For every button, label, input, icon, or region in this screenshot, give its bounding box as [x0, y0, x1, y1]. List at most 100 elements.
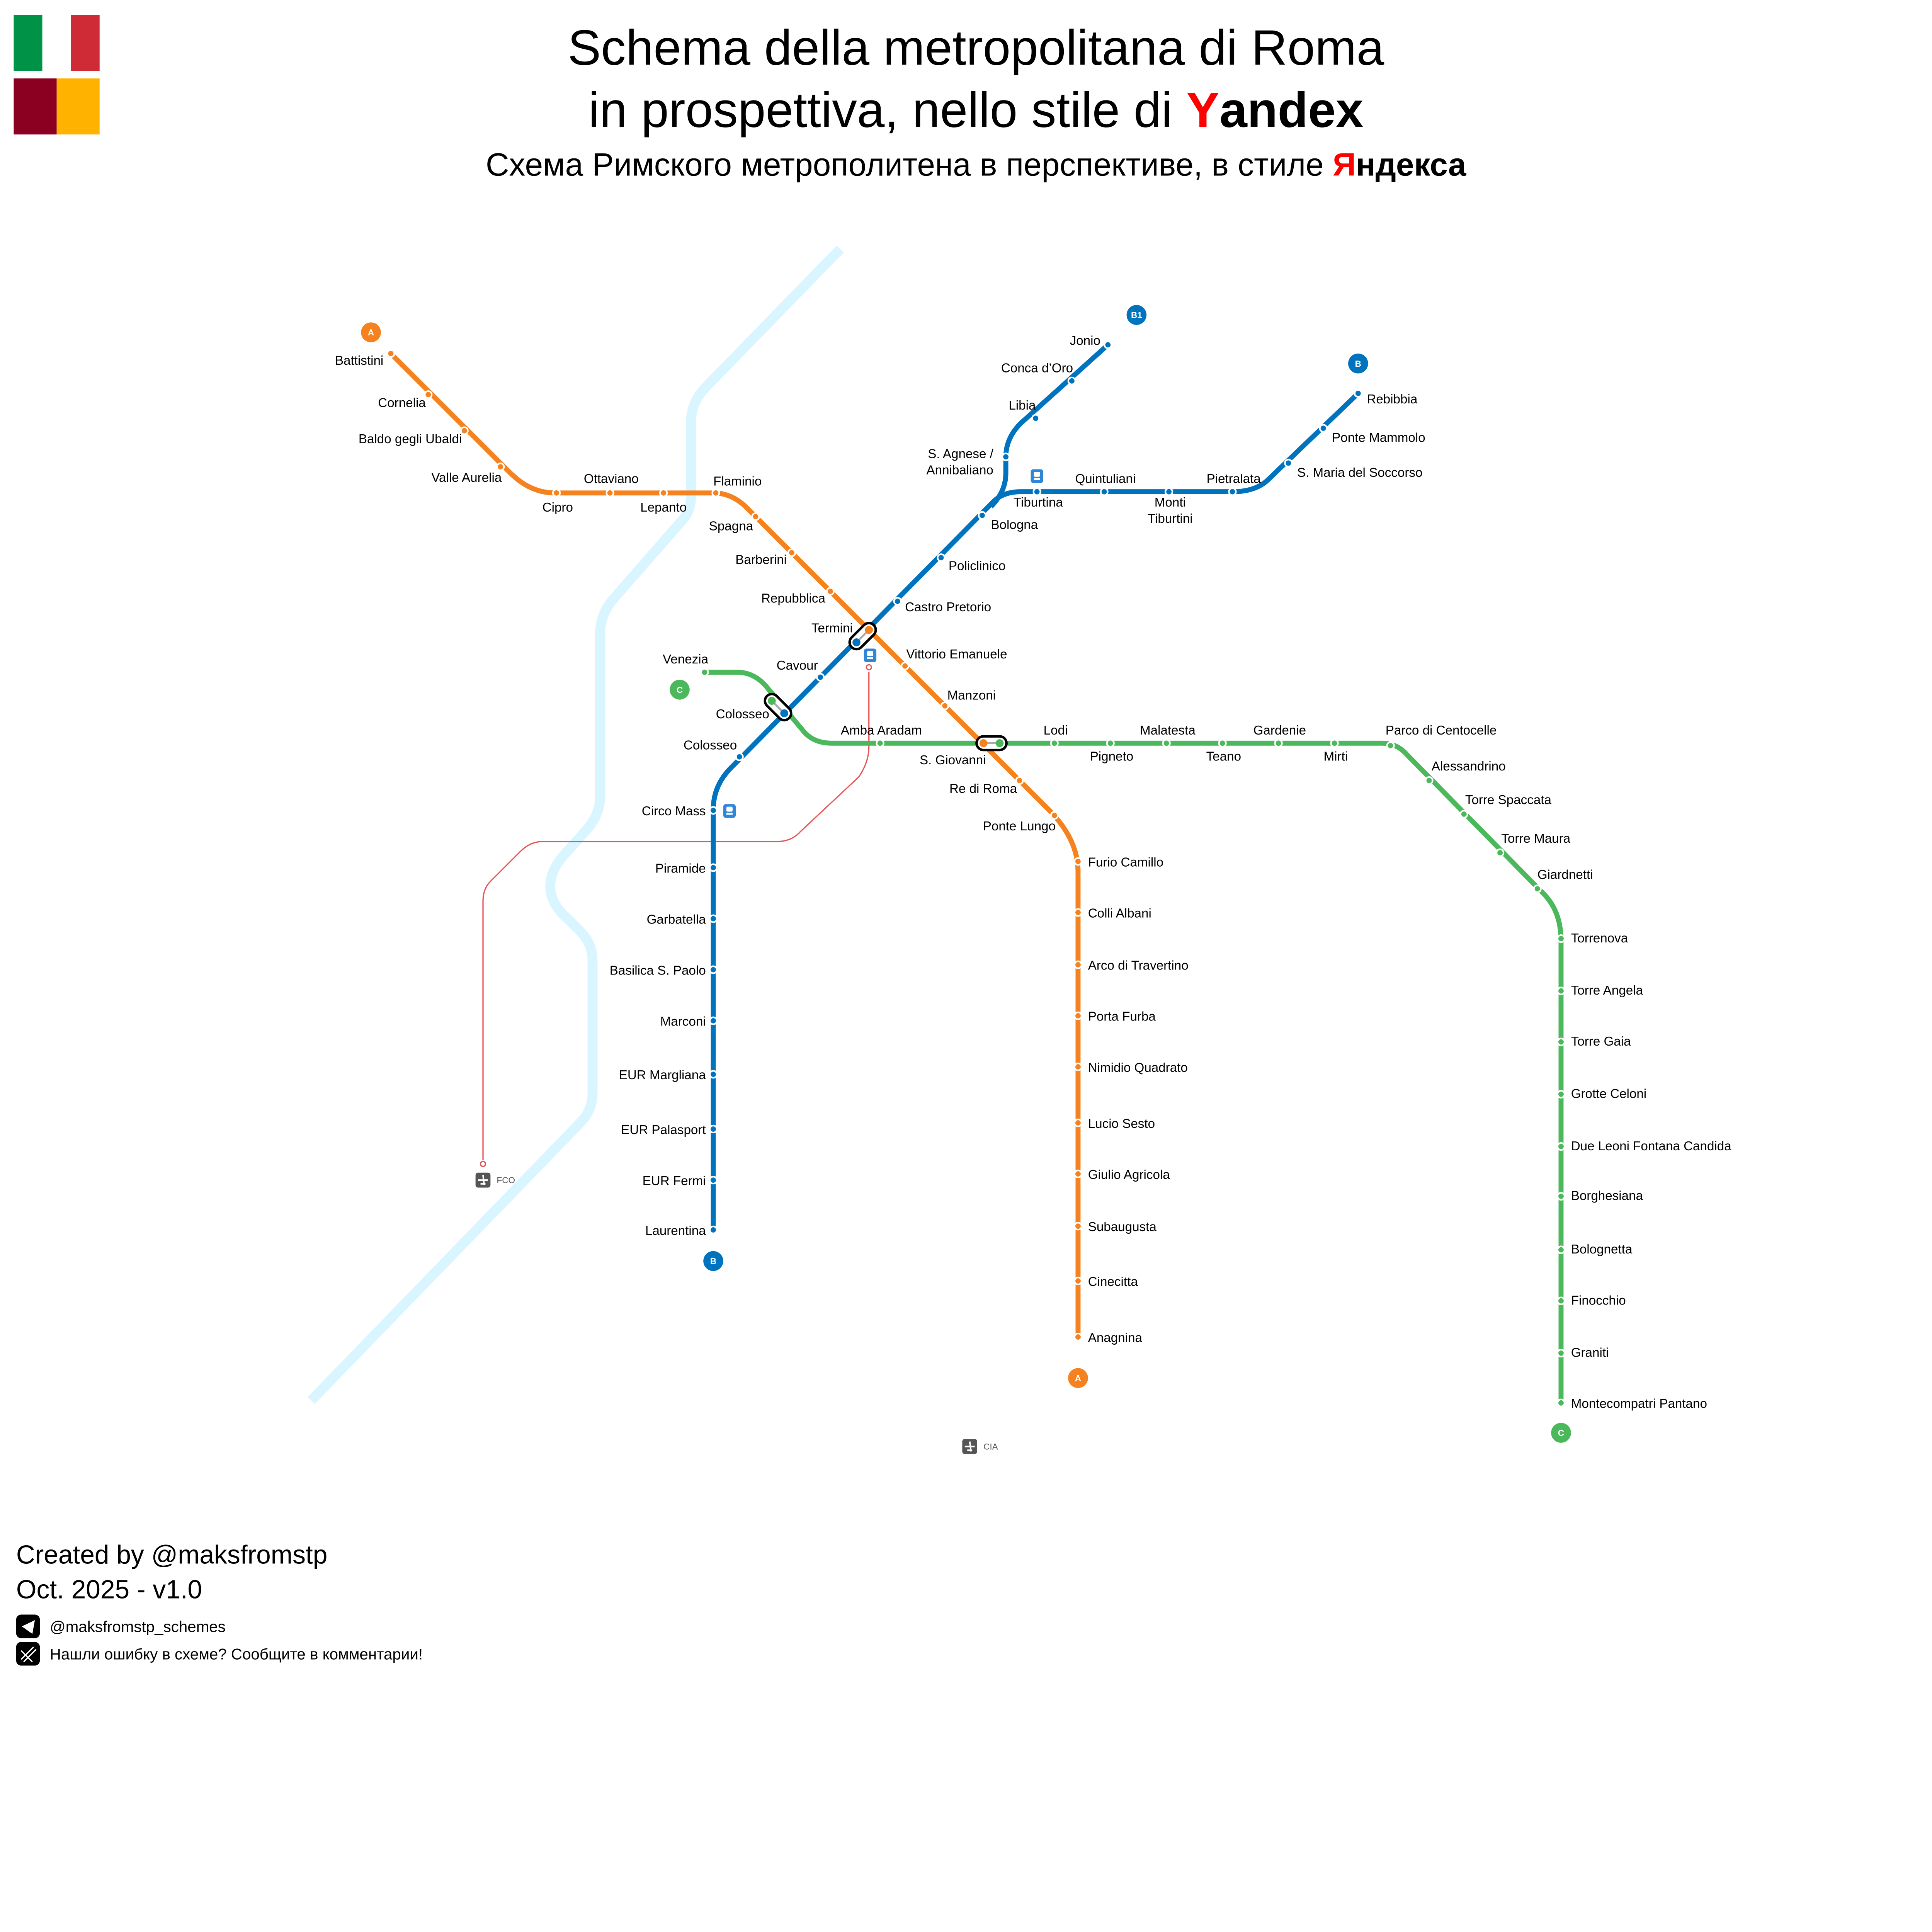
- station-a-anagnina[interactable]: Anagnina: [1073, 1331, 1143, 1345]
- station-b-quintuliani[interactable]: Quintuliani: [1075, 472, 1136, 496]
- station-c-torre-gaia[interactable]: Torre Gaia: [1556, 1034, 1631, 1049]
- station-c-malatesta[interactable]: Malatesta: [1140, 723, 1196, 748]
- station-a-giulio-agricola[interactable]: Giulio Agricola: [1073, 1168, 1170, 1182]
- station-a-repubblica[interactable]: Repubblica: [761, 587, 835, 605]
- subtitle: Схема Римского метрополитена в перспекти…: [486, 146, 1467, 182]
- station-b-rebibbia[interactable]: Rebibbia: [1354, 389, 1418, 406]
- interchange-s-giovanni[interactable]: [975, 735, 1008, 752]
- station-c-giardnetti[interactable]: Giardnetti: [1533, 867, 1593, 893]
- station-c-lodi[interactable]: Lodi: [1044, 723, 1068, 748]
- station-dot: [1228, 487, 1237, 496]
- station-a-barberini[interactable]: Barberini: [735, 548, 796, 567]
- station-b-basilica-s-paolo[interactable]: Basilica S. Paolo: [610, 964, 718, 978]
- station-a-battistini[interactable]: Battistini: [335, 349, 395, 368]
- station-b1-s-agnese-annibaliano[interactable]: S. Agnese /Annibaliano: [927, 447, 1010, 478]
- station-a-lucio-sesto[interactable]: Lucio Sesto: [1073, 1117, 1155, 1131]
- station-c-due-leoni-fontana-candida[interactable]: Due Leoni Fontana Candida: [1556, 1139, 1731, 1153]
- station-a-arco-di-travertino[interactable]: Arco di Travertino: [1073, 959, 1189, 973]
- station-a-furio-camillo[interactable]: Furio Camillo: [1073, 855, 1163, 869]
- station-b-pietralata[interactable]: Pietralata: [1207, 472, 1261, 496]
- station-c-gardenie[interactable]: Gardenie: [1253, 723, 1306, 748]
- station-a-vittorio-emanuele[interactable]: Vittorio Emanuele: [901, 647, 1007, 670]
- station-b-laurentina[interactable]: Laurentina: [645, 1224, 718, 1238]
- station-c-torre-angela[interactable]: Torre Angela: [1556, 983, 1643, 998]
- station-c-teano[interactable]: Teano: [1206, 739, 1241, 764]
- station-b-eur-palasport[interactable]: EUR Palasport: [621, 1123, 718, 1137]
- station-b-policlinico[interactable]: Policlinico: [937, 553, 1006, 573]
- station-c-torre-spaccata[interactable]: Torre Spaccata: [1459, 793, 1552, 819]
- station-dot: [1459, 810, 1468, 819]
- station-a-ponte-lungo[interactable]: Ponte Lungo: [983, 811, 1059, 833]
- station-b-marconi[interactable]: Marconi: [660, 1015, 718, 1029]
- station-c-montecompatri-pantano[interactable]: Montecompatri Pantano: [1556, 1397, 1707, 1411]
- station-a-cornelia[interactable]: Cornelia: [378, 390, 433, 410]
- station-b1-libia[interactable]: Libia: [1009, 398, 1040, 423]
- station-c-finocchio[interactable]: Finocchio: [1556, 1293, 1626, 1308]
- station-c-mirti[interactable]: Mirti: [1324, 739, 1348, 764]
- station-b-circo-mass[interactable]: Circo Mass: [642, 804, 718, 818]
- airport-fco[interactable]: FCO: [475, 1172, 515, 1188]
- airport-cia[interactable]: CIA: [962, 1439, 998, 1454]
- station-b-tiburtina[interactable]: Tiburtina: [1014, 487, 1063, 510]
- station-b1-jonio[interactable]: Jonio: [1070, 333, 1112, 349]
- station-b-piramide[interactable]: Piramide: [655, 861, 718, 876]
- station-a-colli-albani[interactable]: Colli Albani: [1073, 906, 1151, 920]
- station-dot: [1073, 857, 1083, 866]
- telegram-icon[interactable]: [16, 1614, 40, 1638]
- station-dot: [1073, 1222, 1083, 1231]
- station-dot: [1073, 960, 1083, 969]
- station-b-colosseo[interactable]: Colosseo: [716, 707, 769, 721]
- station-a-manzoni[interactable]: Manzoni: [940, 689, 996, 710]
- station-dot: [1032, 487, 1041, 496]
- station-c-borghesiana[interactable]: Borghesiana: [1556, 1189, 1643, 1203]
- station-c-torrenova[interactable]: Torrenova: [1556, 931, 1628, 946]
- station-a-spagna[interactable]: Spagna: [709, 512, 760, 533]
- station-c-torre-maura[interactable]: Torre Maura: [1495, 832, 1571, 857]
- station-label: Cavour: [777, 658, 818, 673]
- station-dot: [386, 349, 395, 358]
- interchange-colosseo[interactable]: [764, 692, 793, 721]
- station-c-pigneto[interactable]: Pigneto: [1090, 739, 1134, 764]
- station-c-grotte-celoni[interactable]: Grotte Celoni: [1556, 1087, 1646, 1101]
- station-b-eur-fermi[interactable]: EUR Fermi: [643, 1174, 718, 1188]
- station-b-castro-pretorio[interactable]: Castro Pretorio: [893, 597, 991, 614]
- station-a-subaugusta[interactable]: Subaugusta: [1073, 1220, 1156, 1234]
- station-b-colosseo[interactable]: Colosseo: [684, 738, 744, 761]
- station-b-eur-margliana[interactable]: EUR Margliana: [619, 1068, 718, 1082]
- interchange-termini[interactable]: [848, 622, 877, 651]
- station-a-termini[interactable]: Termini: [811, 621, 853, 636]
- station-label: Garbatella: [647, 912, 706, 927]
- station-b-cavour[interactable]: Cavour: [777, 658, 825, 682]
- station-c-amba-aradam[interactable]: Amba Aradam: [841, 723, 922, 748]
- station-b-bologna[interactable]: Bologna: [978, 511, 1038, 532]
- station-a-flaminio[interactable]: Flaminio: [711, 474, 762, 497]
- station-a-ottaviano[interactable]: Ottaviano: [584, 472, 639, 497]
- station-a-re-di-roma[interactable]: Re di Roma: [949, 776, 1024, 796]
- station-b-garbatella[interactable]: Garbatella: [647, 912, 718, 927]
- station-c-parco-di-centocelle[interactable]: Parco di Centocelle: [1386, 723, 1497, 750]
- station-c-bolognetta[interactable]: Bolognetta: [1556, 1242, 1633, 1257]
- station-a-lepanto[interactable]: Lepanto: [640, 488, 687, 515]
- station-dot: [700, 668, 709, 677]
- station-c-alessandrino[interactable]: Alessandrino: [1425, 759, 1506, 785]
- yandex-rest: andex: [1219, 82, 1363, 138]
- station-b-s-maria-del-soccorso[interactable]: S. Maria del Soccorso: [1284, 459, 1422, 480]
- station-b-ponte-mammolo[interactable]: Ponte Mammolo: [1319, 424, 1425, 445]
- telegram-handle[interactable]: @maksfromstp_schemes: [50, 1618, 226, 1636]
- station-a-porta-furba[interactable]: Porta Furba: [1073, 1010, 1156, 1024]
- station-a-s-giovanni[interactable]: S. Giovanni: [920, 753, 986, 767]
- station-label: Basilica S. Paolo: [610, 964, 706, 978]
- station-a-cinecitta[interactable]: Cinecitta: [1073, 1275, 1138, 1289]
- station-c-venezia[interactable]: Venezia: [663, 652, 709, 677]
- station-a-baldo-gegli-ubaldi[interactable]: Baldo gegli Ubaldi: [359, 426, 469, 446]
- station-label: Torre Gaia: [1571, 1034, 1631, 1049]
- station-a-cipro[interactable]: Cipro: [543, 488, 573, 515]
- station-a-nimidio-quadrato[interactable]: Nimidio Quadrato: [1073, 1061, 1188, 1075]
- station-dot: [1106, 739, 1115, 748]
- station-b1-conca-d-oro[interactable]: Conca d’Oro: [1001, 361, 1076, 385]
- station-a-valle-aurelia[interactable]: Valle Aurelia: [431, 463, 505, 485]
- station-dot: [1556, 1037, 1566, 1046]
- station-c-graniti[interactable]: Graniti: [1556, 1346, 1609, 1360]
- station-label: Torre Angela: [1571, 983, 1643, 998]
